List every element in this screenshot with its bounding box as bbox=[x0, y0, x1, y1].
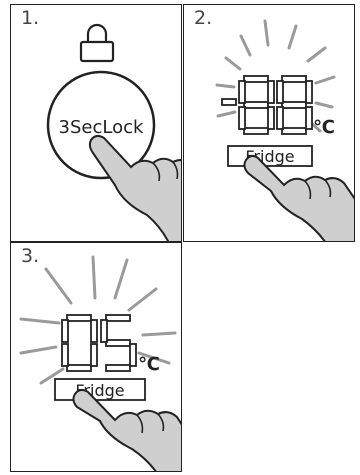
step-1-panel: 3SecLock 1. bbox=[10, 4, 182, 242]
step-3-illustration: ℃ Fridge bbox=[11, 243, 182, 472]
temperature-display bbox=[222, 76, 312, 134]
step-2-panel: ℃ Fridge 2. bbox=[183, 4, 355, 242]
step-2-illustration: ℃ Fridge bbox=[184, 5, 355, 242]
circle-label: 3SecLock bbox=[59, 117, 144, 138]
step-number: 2. bbox=[194, 7, 212, 29]
blink-rays bbox=[217, 21, 334, 131]
step-1-illustration: 3SecLock bbox=[11, 5, 182, 242]
temperature-unit: ℃ bbox=[313, 117, 335, 138]
pointing-hand-icon bbox=[244, 156, 355, 242]
temperature-display bbox=[62, 315, 136, 371]
step-number: 3. bbox=[21, 245, 39, 267]
step-3-panel: ℃ Fridge 3. bbox=[10, 242, 182, 472]
temperature-unit: ℃ bbox=[138, 354, 160, 375]
padlock-icon bbox=[81, 25, 113, 61]
step-number: 1. bbox=[21, 7, 39, 29]
pointing-hand-icon bbox=[73, 390, 182, 472]
